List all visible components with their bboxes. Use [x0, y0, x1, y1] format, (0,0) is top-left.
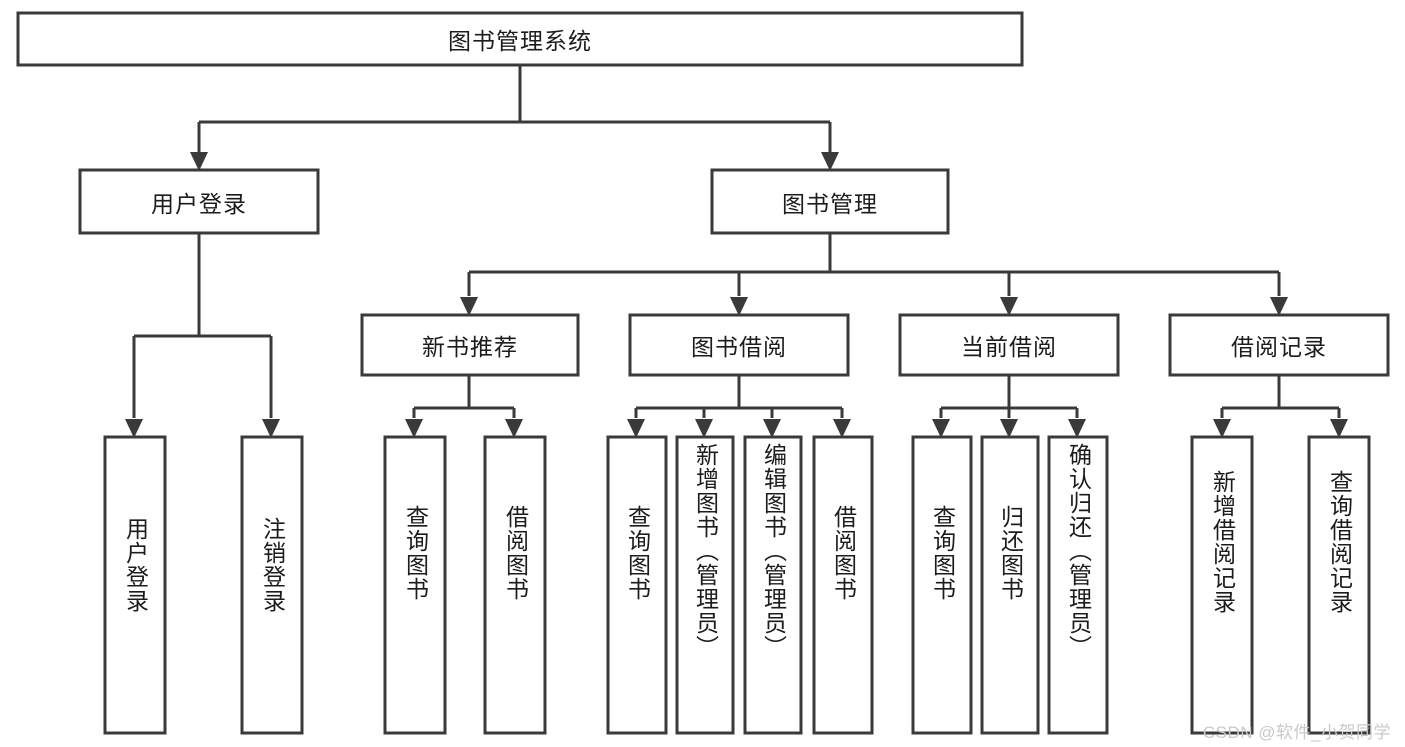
arrow-icon	[763, 419, 781, 438]
arrow-icon	[1213, 419, 1231, 438]
node-box-new-book-recommend[interactable]	[360, 313, 580, 377]
arrow-icon	[1330, 419, 1348, 438]
node-box-book-borrow[interactable]	[628, 313, 850, 377]
node-box-leaf-query-borrow-record[interactable]	[1307, 435, 1371, 735]
node-box-leaf-return-book[interactable]	[980, 435, 1040, 735]
arrow-icon	[821, 152, 839, 171]
node-box-leaf-confirm-return-admin[interactable]	[1047, 435, 1109, 735]
arrow-icon	[1068, 419, 1086, 438]
arrow-icon	[262, 419, 280, 438]
node-box-leaf-edit-book-admin[interactable]	[743, 435, 803, 735]
node-box-user-login[interactable]	[78, 168, 320, 235]
arrow-icon	[627, 419, 645, 438]
connectors-bookborrow-to-leaves	[634, 375, 844, 418]
arrow-icon	[190, 152, 208, 171]
node-box-leaf-user-login[interactable]	[103, 435, 167, 735]
node-box-leaf-query-book-3[interactable]	[911, 435, 973, 735]
connectors-bookmgmt-to-level3	[467, 233, 1281, 296]
arrow-icon	[125, 419, 143, 438]
arrow-icon	[405, 419, 423, 438]
node-box-current-borrow[interactable]	[898, 313, 1120, 377]
node-box-leaf-borrow-book-2[interactable]	[812, 435, 874, 735]
connectors-root-to-level2	[197, 65, 832, 152]
arrow-icon	[505, 419, 523, 438]
node-box-leaf-query-book-1[interactable]	[383, 435, 447, 735]
arrow-icon	[833, 419, 851, 438]
arrow-icon	[932, 419, 950, 438]
connectors-borrowrecord-to-leaves	[1220, 375, 1341, 418]
arrow-icon	[460, 297, 478, 316]
node-box-root[interactable]	[16, 11, 1024, 67]
node-box-borrow-record[interactable]	[1168, 313, 1390, 377]
arrow-icon	[1270, 297, 1288, 316]
node-box-leaf-add-book-admin[interactable]	[675, 435, 735, 735]
arrow-icon	[730, 297, 748, 316]
connectors-currentborrow-to-leaves	[939, 375, 1079, 418]
node-box-book-management[interactable]	[710, 168, 950, 235]
node-box-leaf-query-book-2[interactable]	[606, 435, 668, 735]
watermark-text: CSDN @软件_小贺同学	[1202, 723, 1391, 742]
node-box-leaf-logout[interactable]	[240, 435, 304, 735]
node-box-leaf-add-borrow-record[interactable]	[1190, 435, 1254, 735]
arrow-icon	[1000, 419, 1018, 438]
arrow-icon	[1000, 297, 1018, 316]
node-box-leaf-borrow-book-1[interactable]	[483, 435, 547, 735]
connectors-userlogin-to-leaves	[132, 233, 273, 418]
connectors-newbook-to-leaves	[412, 375, 516, 418]
arrow-icon	[695, 419, 713, 438]
